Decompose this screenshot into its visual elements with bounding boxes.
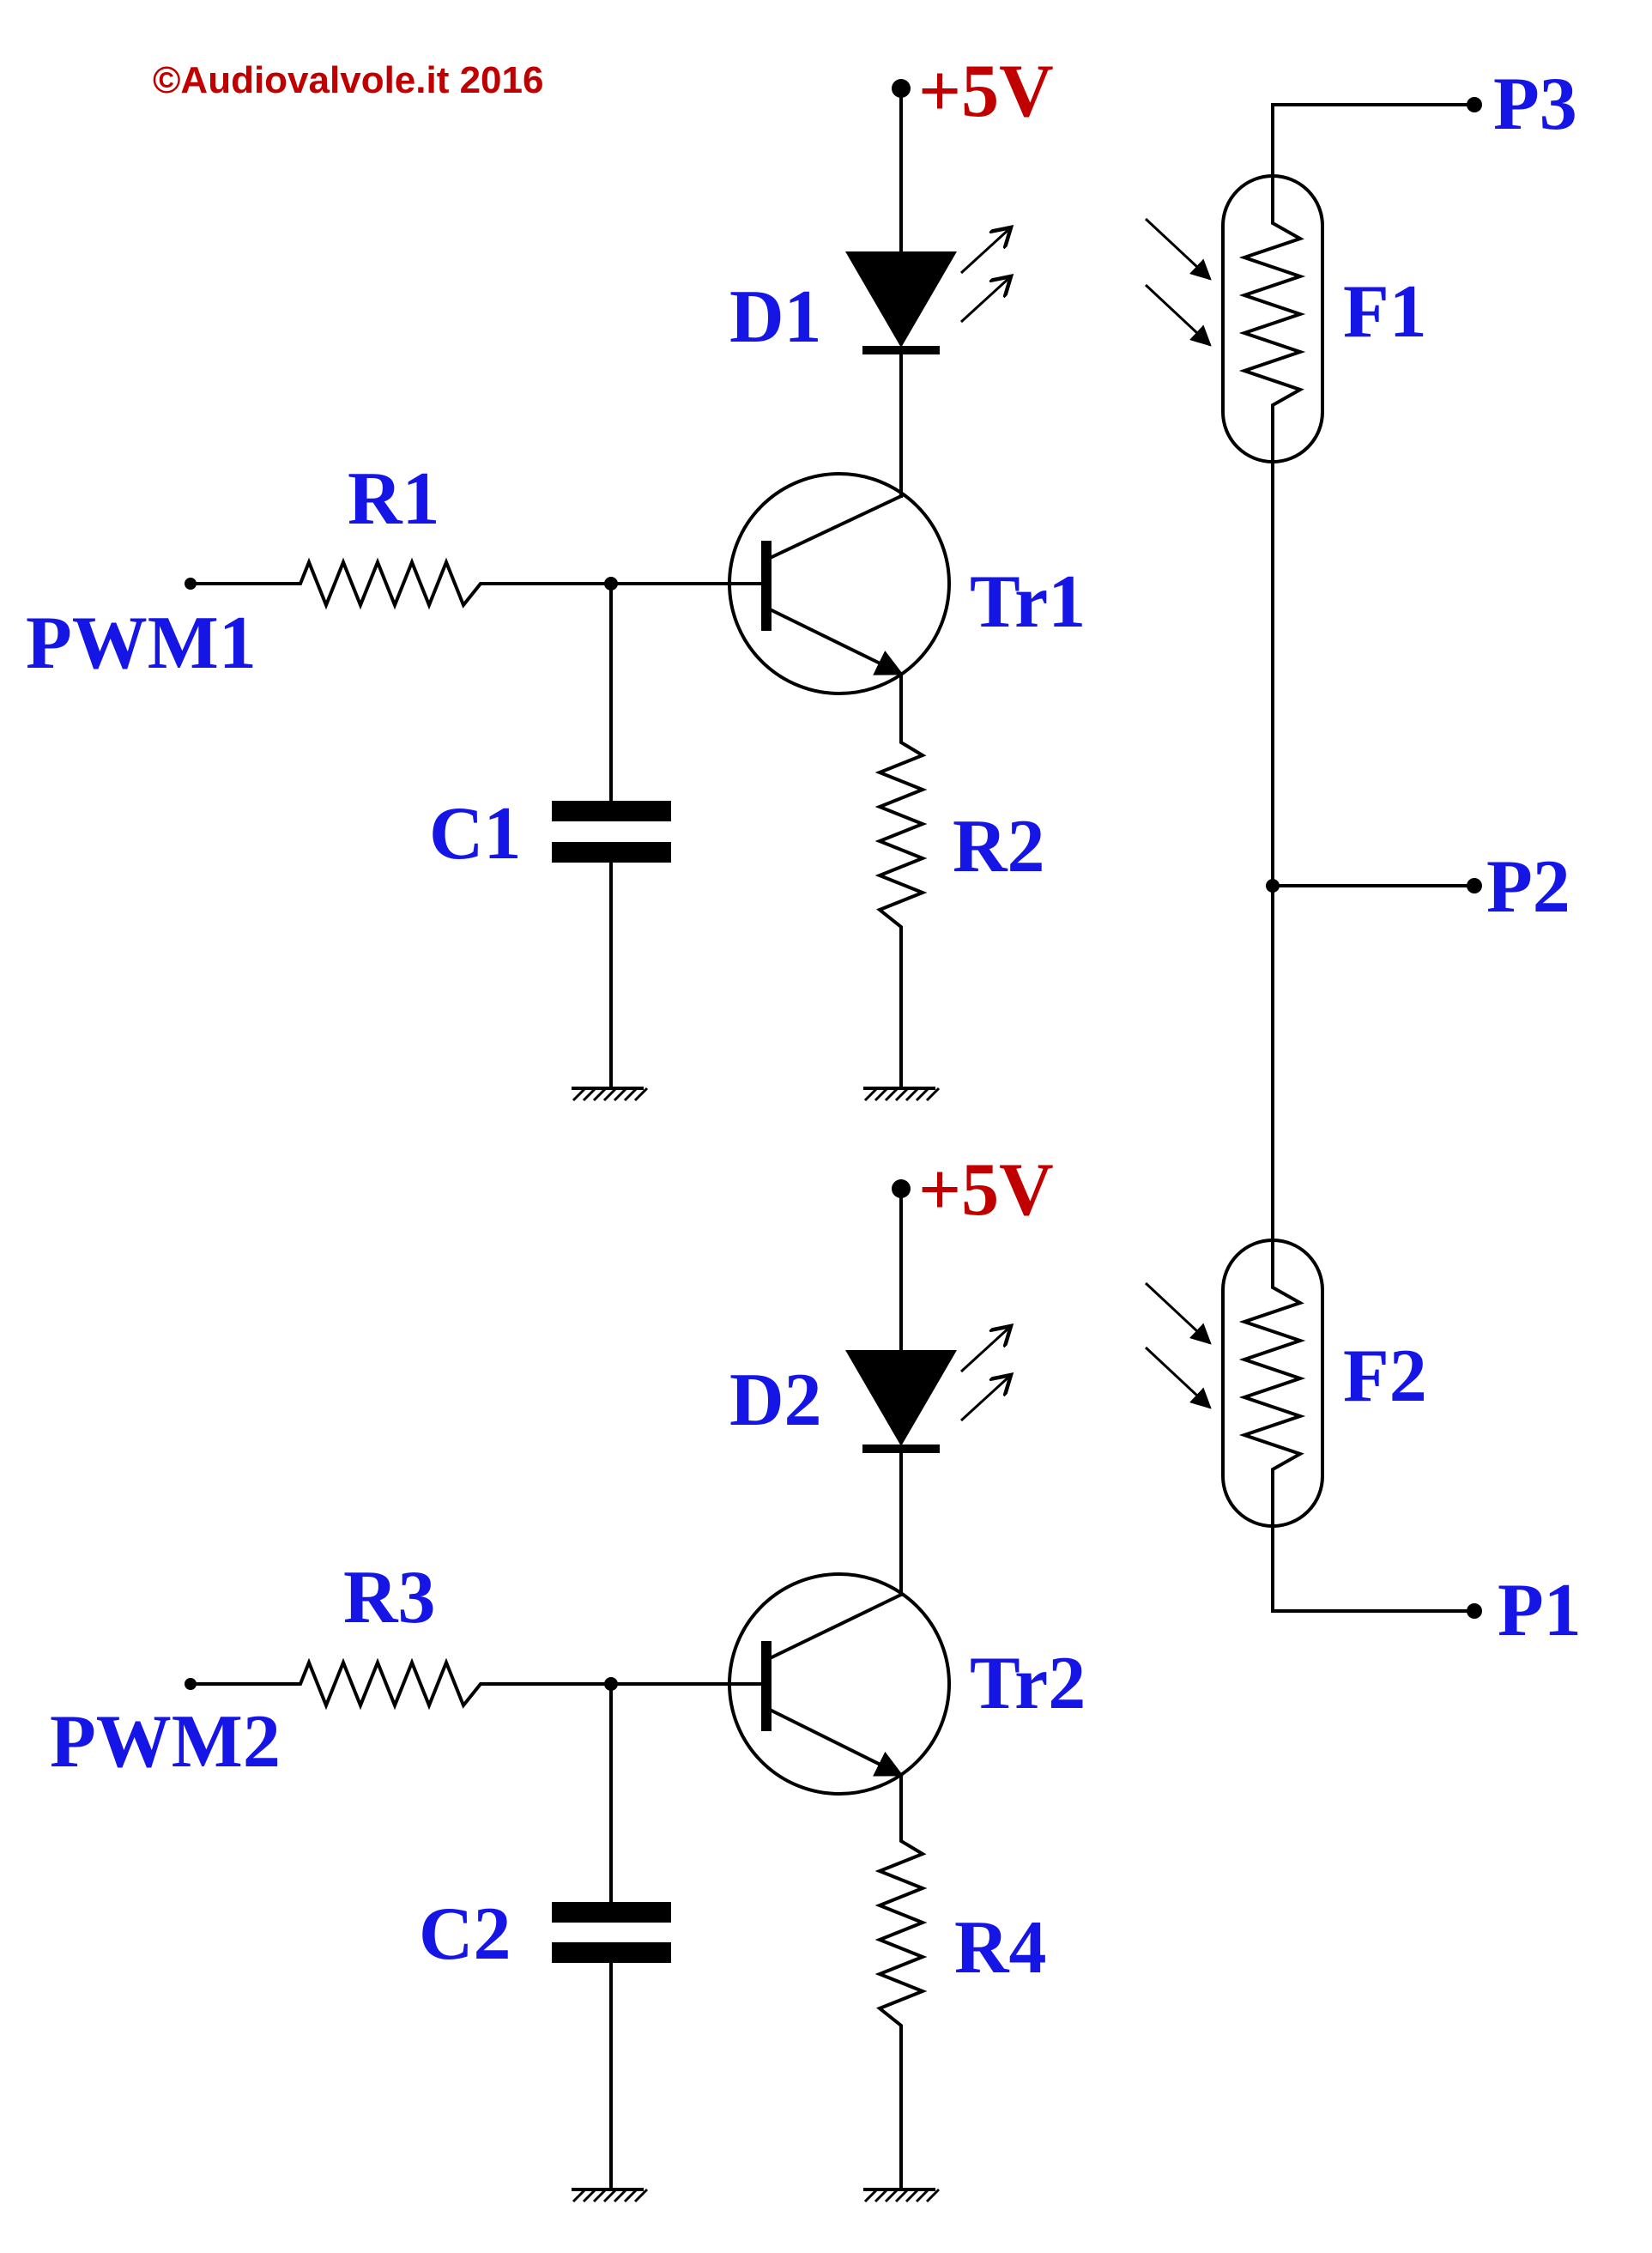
label-c1: C1 <box>429 792 522 875</box>
label-d2: D2 <box>729 1359 822 1442</box>
resistor-r2 <box>874 672 928 1087</box>
ground-c1 <box>572 1087 649 1102</box>
label-tr2: Tr2 <box>970 1642 1086 1725</box>
supply-label-bottom: +5V <box>918 1148 1054 1232</box>
label-p2: P2 <box>1486 845 1570 929</box>
photoresistor-chain: P3 F1 P2 F2 P1 <box>1144 63 1582 1652</box>
label-r1: R1 <box>348 457 440 541</box>
label-pwm1: PWM1 <box>26 602 257 685</box>
ground-r2 <box>863 1087 941 1102</box>
resistor-r3 <box>189 1657 768 1711</box>
supply-label-top: +5V <box>918 50 1054 133</box>
label-r3: R3 <box>343 1556 436 1639</box>
label-r4: R4 <box>954 1906 1047 1990</box>
ground-c2 <box>572 2188 649 2203</box>
label-f1: F1 <box>1343 270 1427 354</box>
led-d2 <box>845 1326 1011 1453</box>
photoresistor-f1 <box>1144 174 1324 463</box>
bottom-circuit: +5V D2 Tr2 PWM2 R3 C2 <box>50 1148 1086 2203</box>
resistor-r4 <box>874 1773 928 2189</box>
terminal-p1 <box>1467 1603 1482 1619</box>
label-f2: F2 <box>1343 1335 1427 1418</box>
label-d1: D1 <box>729 276 822 359</box>
terminal-p3 <box>1467 97 1482 112</box>
label-c2: C2 <box>419 1893 511 1976</box>
label-pwm2: PWM2 <box>50 1700 281 1784</box>
resistor-r1 <box>189 557 768 610</box>
label-p1: P1 <box>1498 1569 1582 1652</box>
ground-r4 <box>863 2188 941 2203</box>
label-p3: P3 <box>1493 63 1577 146</box>
label-tr1: Tr1 <box>970 560 1086 644</box>
label-r2: R2 <box>953 805 1045 888</box>
photoresistor-f2 <box>1144 1239 1324 1528</box>
terminal-p2 <box>1467 878 1482 893</box>
led-d1 <box>845 227 1011 354</box>
top-circuit: +5V D1 Tr1 PWM1 R1 C1 <box>26 50 1086 1102</box>
copyright-text: ©Audiovalvole.it 2016 <box>153 59 543 101</box>
